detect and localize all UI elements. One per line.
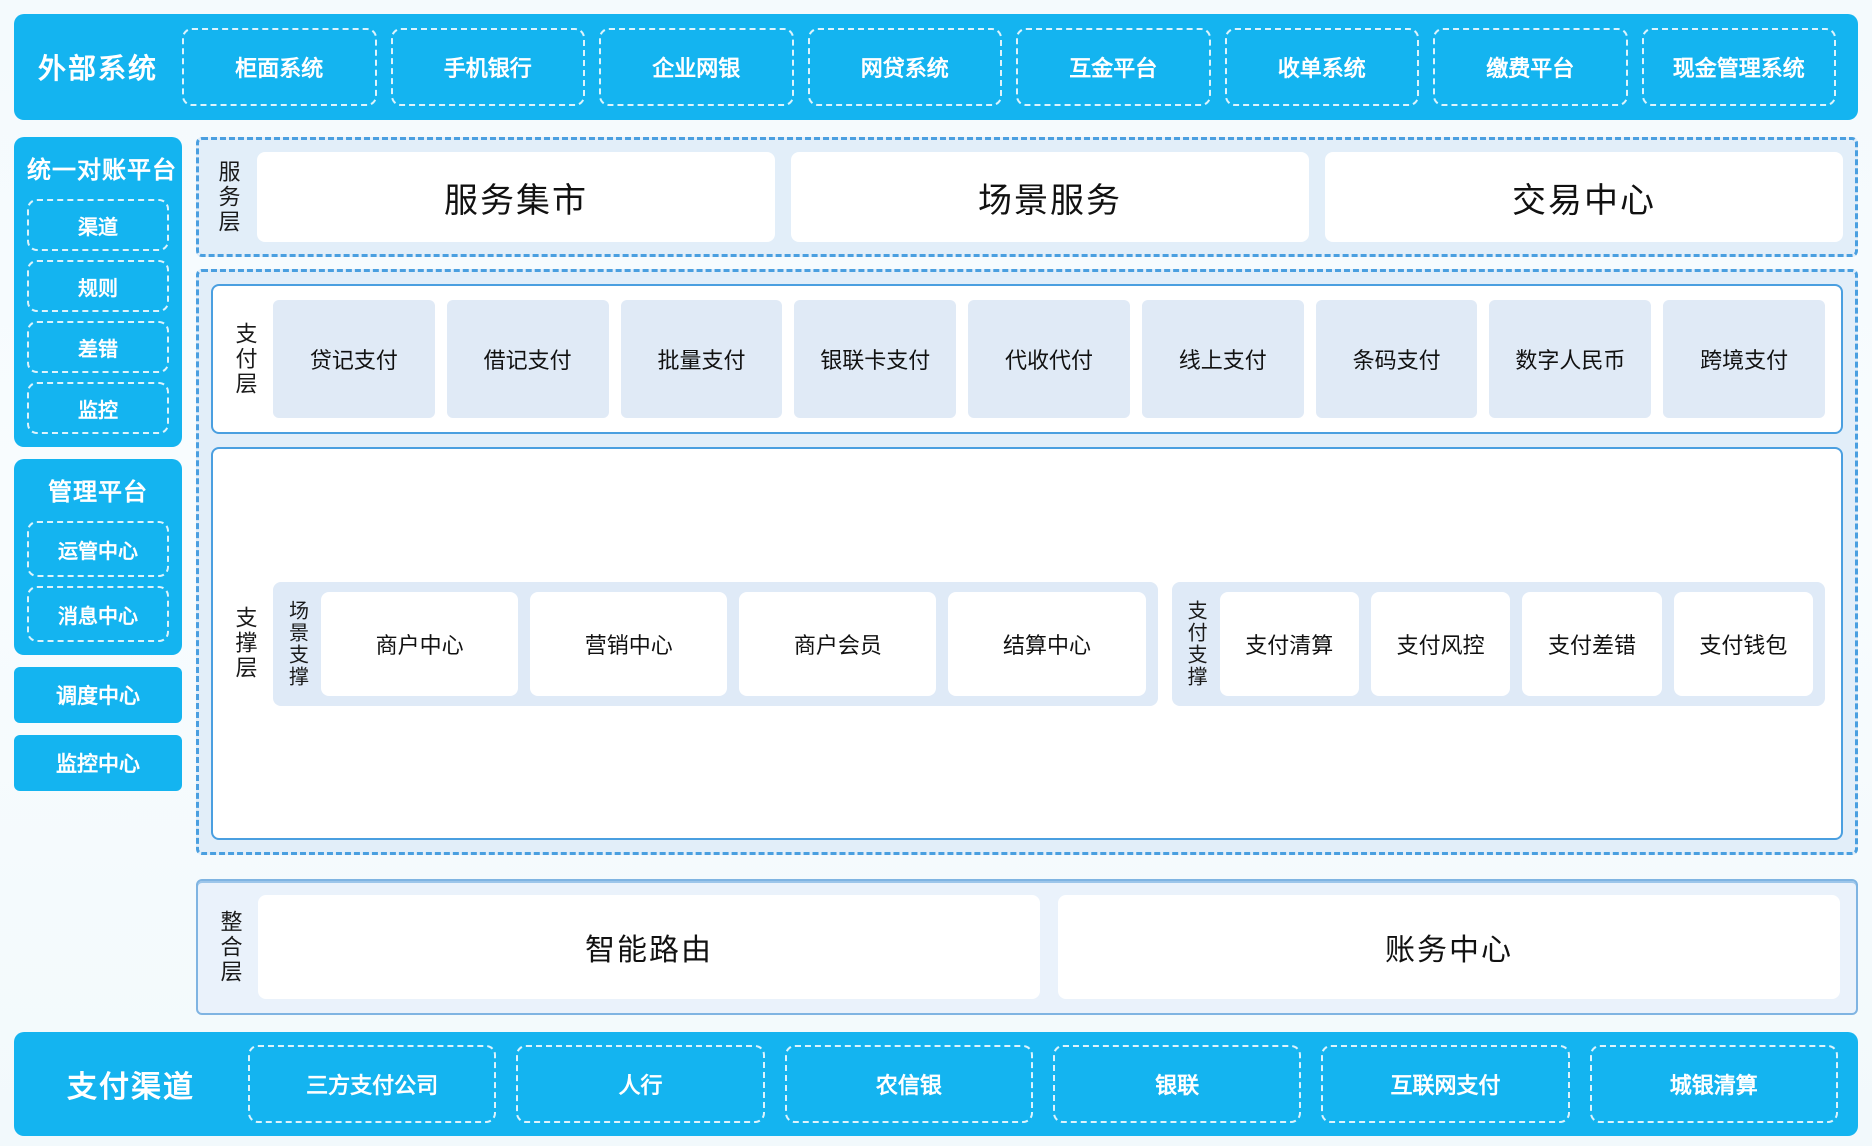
support-layer-groups: 场景支撑 商户中心 营销中心 商户会员 结算中心 支付支撑 支付清算 [273, 581, 1825, 706]
layers-column: 服务层 服务集市 场景服务 交易中心 支付层 贷记支付 借记支付 批量支付 [196, 137, 1858, 1015]
sidebar-item-message-center[interactable]: 消息中心 [27, 586, 169, 642]
scene-support-cards: 商户中心 营销中心 商户会员 结算中心 [321, 591, 1146, 696]
external-systems-title: 外部系统 [37, 53, 158, 84]
payment-channels-title: 支付渠道 [67, 1071, 195, 1104]
payment-support-cards: 支付清算 支付风控 支付差错 支付钱包 [1219, 591, 1813, 696]
service-layer-label: 服务层 [215, 159, 241, 235]
middle-zone: 统一对账平台 渠道 规则 差错 监控 管理平台 运管中心 消息中心 调度中心 监… [14, 137, 1858, 1015]
payment-support-label: 支付支撑 [1184, 599, 1207, 688]
payment-tile-cross-border[interactable]: 跨境支付 [1663, 300, 1826, 418]
external-systems-bar: 外部系统 柜面系统 手机银行 企业网银 网贷系统 互金平台 收单系统 缴费平台 … [14, 14, 1858, 120]
integration-layer-panel: 整合层 智能路由 账务中心 [196, 879, 1858, 1015]
external-system-item[interactable]: 现金管理系统 [1641, 28, 1836, 106]
payment-tile-barcode[interactable]: 条码支付 [1315, 300, 1478, 418]
reconciliation-platform-card: 统一对账平台 渠道 规则 差错 监控 [14, 137, 182, 447]
integration-layer-cards: 智能路由 账务中心 [258, 895, 1840, 999]
support-layer-label: 支撑层 [232, 606, 258, 681]
channel-item-city-bank-clearing[interactable]: 城银清算 [1589, 1045, 1838, 1123]
payment-tile-online[interactable]: 线上支付 [1141, 300, 1304, 418]
service-card-scene-service[interactable]: 场景服务 [791, 152, 1309, 242]
payment-tile-debit[interactable]: 借记支付 [446, 300, 609, 418]
channel-item-rcc[interactable]: 农信银 [784, 1045, 1033, 1123]
support-card-merchant-member[interactable]: 商户会员 [739, 591, 937, 696]
channel-item-third-party[interactable]: 三方支付公司 [248, 1045, 497, 1123]
payment-layer-panel: 支付层 贷记支付 借记支付 批量支付 银联卡支付 代收代付 线上支付 条码支付 … [211, 284, 1843, 434]
payment-tile-batch[interactable]: 批量支付 [620, 300, 783, 418]
payment-support-group: 支付支撑 支付清算 支付风控 支付差错 支付钱包 [1171, 581, 1825, 706]
management-platform-title: 管理平台 [48, 479, 148, 506]
external-systems-list: 柜面系统 手机银行 企业网银 网贷系统 互金平台 收单系统 缴费平台 现金管理系… [182, 28, 1840, 106]
support-card-payment-error[interactable]: 支付差错 [1522, 591, 1662, 696]
external-system-item[interactable]: 收单系统 [1224, 28, 1419, 106]
sidebar-item-monitoring-center[interactable]: 监控中心 [14, 735, 182, 791]
payment-tile-digital-rmb[interactable]: 数字人民币 [1489, 300, 1652, 418]
payment-tile-credit[interactable]: 贷记支付 [273, 300, 435, 418]
service-layer-cards: 服务集市 场景服务 交易中心 [257, 152, 1843, 242]
core-layers-group: 支付层 贷记支付 借记支付 批量支付 银联卡支付 代收代付 线上支付 条码支付 … [196, 269, 1858, 855]
sidebar-item-rule[interactable]: 规则 [27, 260, 169, 312]
service-layer-group: 服务层 服务集市 场景服务 交易中心 [196, 137, 1858, 257]
scene-support-label: 场景支撑 [285, 599, 308, 688]
support-layer-panel: 支撑层 场景支撑 商户中心 营销中心 商户会员 结算中心 [211, 447, 1843, 840]
scene-support-group: 场景支撑 商户中心 营销中心 商户会员 结算中心 [273, 581, 1158, 706]
integration-layer-label: 整合层 [217, 909, 243, 985]
channel-item-internet-payment[interactable]: 互联网支付 [1321, 1045, 1570, 1123]
external-system-item[interactable]: 企业网银 [599, 28, 794, 106]
external-system-item[interactable]: 缴费平台 [1433, 28, 1628, 106]
payment-tile-unionpay-card[interactable]: 银联卡支付 [794, 300, 957, 418]
channel-item-pboc[interactable]: 人行 [516, 1045, 765, 1123]
reconciliation-platform-title: 统一对账平台 [27, 157, 177, 184]
integration-card-accounting-center[interactable]: 账务中心 [1058, 895, 1840, 999]
management-platform-card: 管理平台 运管中心 消息中心 [14, 459, 182, 655]
left-sidebar: 统一对账平台 渠道 规则 差错 监控 管理平台 运管中心 消息中心 调度中心 监… [14, 137, 182, 1015]
sidebar-item-monitor[interactable]: 监控 [27, 382, 169, 434]
external-system-item[interactable]: 柜面系统 [182, 28, 377, 106]
sidebar-item-error[interactable]: 差错 [27, 321, 169, 373]
payment-layer-label: 支付层 [232, 321, 258, 397]
sidebar-item-channel[interactable]: 渠道 [27, 199, 169, 251]
support-card-payment-wallet[interactable]: 支付钱包 [1673, 591, 1813, 696]
support-card-settlement-center[interactable]: 结算中心 [948, 591, 1146, 696]
external-system-item[interactable]: 网贷系统 [807, 28, 1002, 106]
service-card-marketplace[interactable]: 服务集市 [257, 152, 775, 242]
payment-channels-list: 三方支付公司 人行 农信银 银联 互联网支付 城银清算 [248, 1045, 1838, 1123]
sidebar-item-operations-center[interactable]: 运管中心 [27, 521, 169, 577]
support-card-payment-risk[interactable]: 支付风控 [1370, 591, 1511, 696]
service-card-transaction-center[interactable]: 交易中心 [1325, 152, 1843, 242]
support-card-merchant-center[interactable]: 商户中心 [321, 591, 519, 696]
payment-layer-tiles: 贷记支付 借记支付 批量支付 银联卡支付 代收代付 线上支付 条码支付 数字人民… [273, 300, 1826, 418]
payment-channels-bar: 支付渠道 三方支付公司 人行 农信银 银联 互联网支付 城银清算 [14, 1032, 1858, 1136]
external-system-item[interactable]: 手机银行 [390, 28, 585, 106]
support-card-marketing-center[interactable]: 营销中心 [530, 591, 728, 696]
service-layer-inner: 服务层 服务集市 场景服务 交易中心 [211, 152, 1843, 242]
payment-tile-collection-payment[interactable]: 代收代付 [968, 300, 1130, 418]
integration-card-smart-routing[interactable]: 智能路由 [258, 895, 1040, 999]
channel-item-unionpay[interactable]: 银联 [1052, 1045, 1302, 1123]
support-card-payment-clearing[interactable]: 支付清算 [1219, 591, 1359, 696]
external-system-item[interactable]: 互金平台 [1016, 28, 1211, 106]
sidebar-item-scheduling-center[interactable]: 调度中心 [14, 667, 182, 723]
